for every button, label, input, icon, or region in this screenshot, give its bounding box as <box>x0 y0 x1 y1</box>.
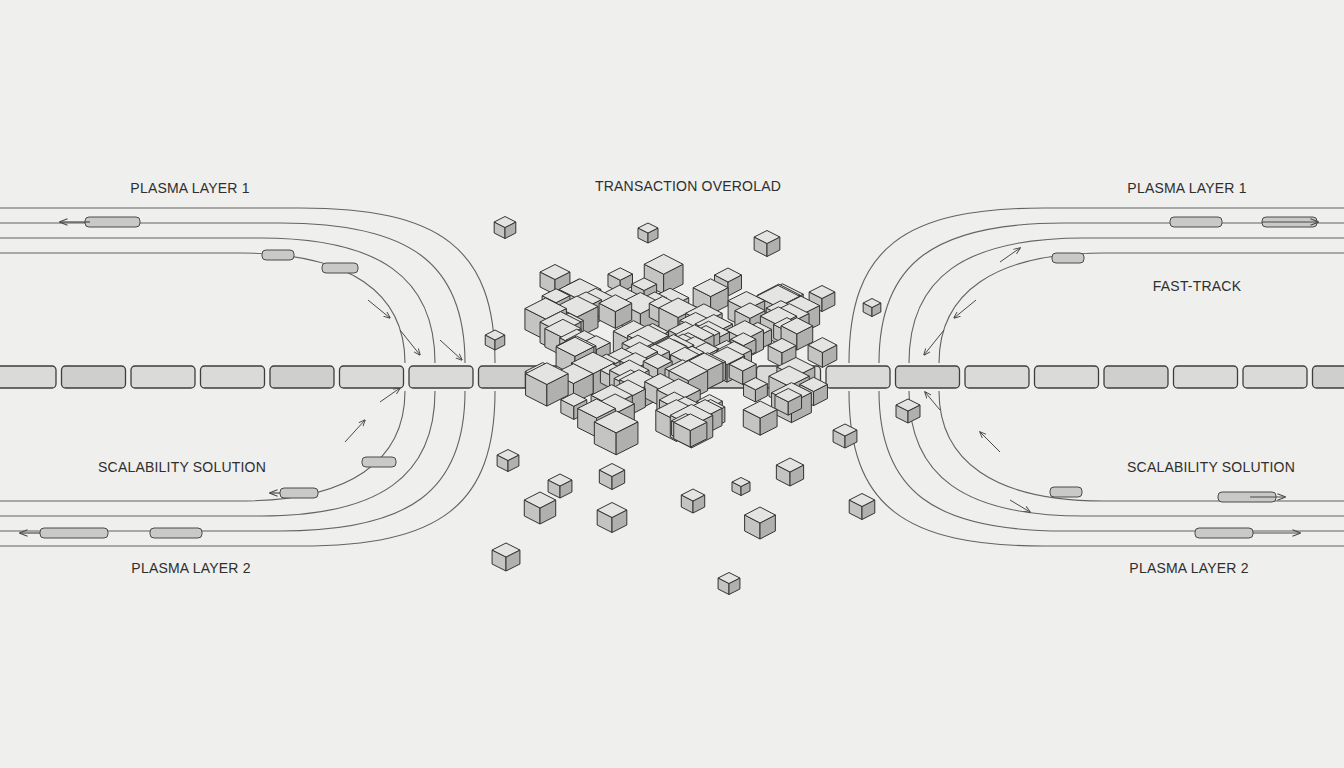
transaction-capsules <box>20 217 1318 538</box>
track-label: SCALABILITY SOLUTION <box>94 458 270 476</box>
cube-pile <box>485 217 920 595</box>
track-label: PLASMA LAYER 1 <box>126 179 253 197</box>
track-label: PLASMA LAYER 2 <box>1125 559 1252 577</box>
track-label: FAST-TRACK <box>1149 277 1245 295</box>
track-lines <box>0 208 1344 546</box>
track-label: TRANSACTION OVEROLAD <box>591 177 785 195</box>
track-label: PLASMA LAYER 1 <box>1123 179 1250 197</box>
flow-arrows <box>345 248 1030 512</box>
track-label: PLASMA LAYER 2 <box>127 559 254 577</box>
track-label: SCALABILITY SOLUTION <box>1123 458 1299 476</box>
